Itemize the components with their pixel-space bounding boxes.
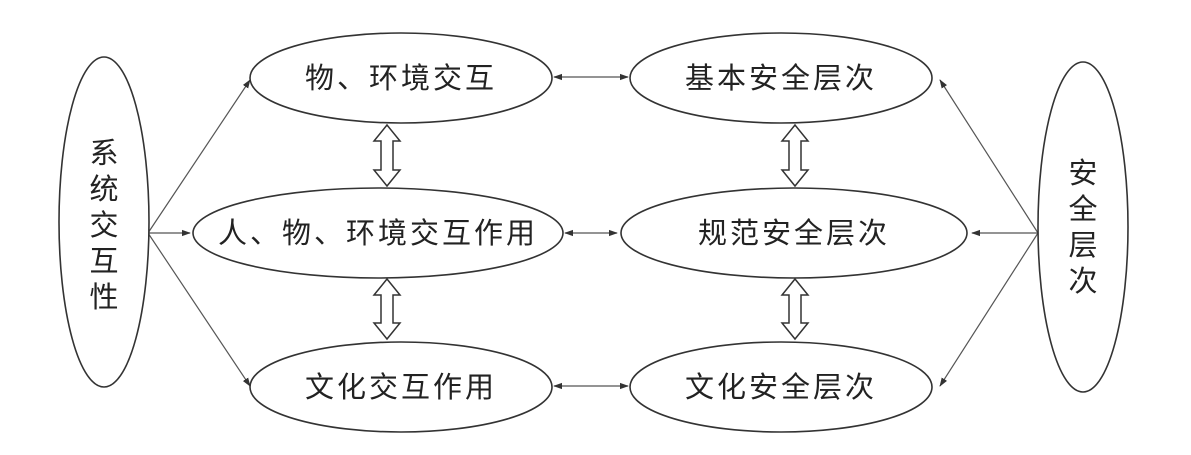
arrow-left-to-top xyxy=(147,79,251,234)
node-label: 规范安全层次 xyxy=(698,216,890,250)
hollow-arrow-right-lower xyxy=(780,277,810,341)
node-object-environment-interaction: 物、环境交互 xyxy=(249,32,553,124)
arrow-right-to-top xyxy=(939,79,1039,234)
node-safety-char-1: 安 xyxy=(1068,156,1097,190)
left-connectors xyxy=(147,79,251,387)
hollow-arrow-left-upper xyxy=(372,123,402,188)
arrow-left-to-bottom xyxy=(147,232,251,387)
node-label: 人、物、环境交互作用 xyxy=(218,216,538,250)
node-system-char-3: 交 xyxy=(89,208,118,242)
right-connectors xyxy=(939,79,1039,387)
hollow-arrow-right-upper xyxy=(780,123,810,188)
node-normative-safety-level: 规范安全层次 xyxy=(620,187,968,279)
node-safety-char-4: 次 xyxy=(1068,264,1097,298)
vertical-hollow-arrows xyxy=(372,123,810,341)
node-label: 基本安全层次 xyxy=(685,61,877,95)
node-label: 物、环境交互 xyxy=(305,61,497,95)
node-safety-char-2: 全 xyxy=(1068,192,1097,226)
node-human-object-environment-interaction: 人、物、环境交互作用 xyxy=(192,187,564,279)
node-label: 文化交互作用 xyxy=(305,370,497,404)
node-system-char-5: 性 xyxy=(89,280,118,314)
horizontal-bidirectional-arrows xyxy=(553,73,629,390)
hollow-arrow-left-lower xyxy=(372,277,402,341)
arrow-right-to-bottom xyxy=(939,232,1039,387)
node-system-char-4: 互 xyxy=(89,244,118,278)
node-cultural-safety-level: 文化安全层次 xyxy=(629,341,933,433)
node-basic-safety-level: 基本安全层次 xyxy=(629,32,933,124)
node-safety-char-3: 层 xyxy=(1068,228,1097,262)
node-cultural-interaction: 文化交互作用 xyxy=(249,341,553,433)
node-system-char-1: 系 xyxy=(89,136,118,170)
node-label: 文化安全层次 xyxy=(685,370,877,404)
node-safety-level: 安 全 层 次 xyxy=(1037,61,1129,393)
node-system-interactivity: 系 统 交 互 性 xyxy=(58,56,150,388)
node-system-char-2: 统 xyxy=(89,172,118,206)
